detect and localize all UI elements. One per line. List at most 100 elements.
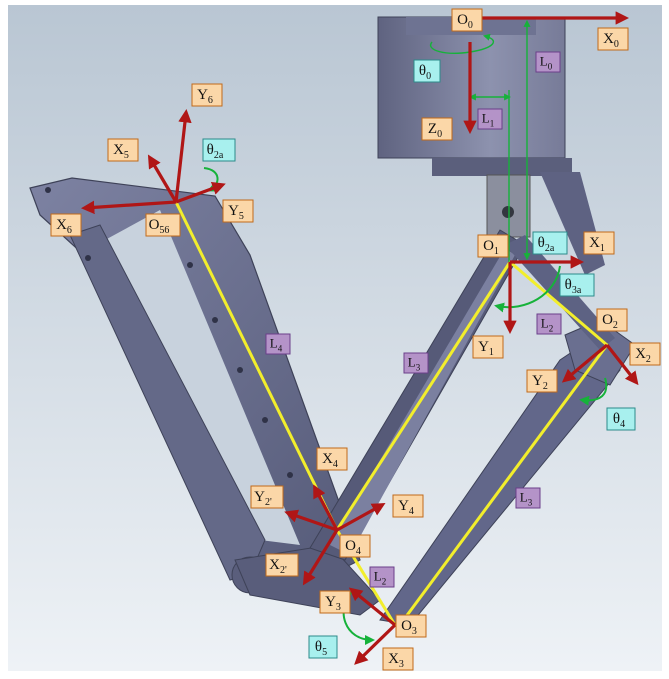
label-theta2a_left: θ2a [202,138,236,162]
label-box [191,83,223,107]
label-subscript: 2a [214,150,224,161]
label-o0: O0 [451,8,483,32]
label-x2: X2 [629,342,661,366]
label-text: X3 [388,651,404,670]
label-y2p: Y2' [250,485,284,509]
label-base: O [483,238,494,254]
label-base: X [603,31,614,47]
label-subscript: 1 [489,347,494,358]
label-text: X0 [603,31,619,50]
label-base: X [56,217,67,233]
label-subscript: 2 [613,320,618,331]
label-subscript: 2' [265,497,272,508]
label-box [583,231,615,255]
link-lines [174,200,609,627]
label-base: X [635,346,646,362]
label-box [107,138,139,162]
label-text: O2 [602,312,618,331]
label-subscript: 6 [67,225,72,236]
label-subscript: 4 [333,459,338,470]
label-box [526,369,558,393]
label-base: L [374,569,382,584]
label-subscript: 2 [549,324,554,334]
label-text: O4 [345,538,361,557]
label-x5: X5 [107,138,139,162]
label-subscript: 5 [239,211,244,222]
axis-y6 [174,108,192,203]
label-text: Y5 [228,203,244,222]
label-box [535,51,561,73]
label-base: Y [325,594,336,610]
label-base: Y [532,373,543,389]
label-text: θ4 [613,411,625,430]
label-text: θ3a [565,277,582,296]
plate-hole [287,472,293,478]
label-text: Y2 [532,373,548,392]
label-o4: O4 [339,534,371,558]
label-box [265,333,291,355]
label-x3: X3 [382,647,414,671]
label-subscript: 5 [124,150,129,161]
label-box [629,342,661,366]
label-base: O [457,12,468,28]
theta4-arc [579,377,608,406]
link-l3-left [335,260,512,532]
label-box [369,566,395,588]
theta3a-arc [494,265,561,313]
label-base: θ [613,411,620,427]
label-text: X5 [113,142,129,161]
label-base: θ [565,277,572,293]
label-box [515,487,541,509]
label-base: θ [315,639,322,655]
axis-x4 [313,484,339,531]
label-text: L1 [482,111,494,129]
label-text: L3 [408,355,421,373]
label-base: X [113,142,124,158]
label-x6: X6 [50,213,82,237]
label-box [145,213,181,237]
label-subscript: 2 [382,577,387,587]
label-l3_right: L3 [515,487,541,509]
label-text: θ0 [419,63,431,82]
label-subscript: 0 [437,129,442,140]
label-subscript: 4 [620,419,625,430]
label-base: O [602,312,613,328]
label-text: θ5 [315,639,327,658]
label-text: X1 [589,235,605,254]
label-subscript: 1 [490,119,495,129]
label-y6: Y6 [191,83,223,107]
label-subscript: 1 [600,243,605,254]
label-l3_left: L3 [403,352,429,374]
label-text: L3 [520,490,533,508]
label-subscript: 4 [409,506,414,517]
label-box [382,647,414,671]
label-subscript: 3 [412,626,417,637]
upper-arm-gap [105,210,300,545]
label-subscript: 3 [336,602,341,613]
label-text: O1 [483,238,499,257]
label-subscript: 6 [208,95,213,106]
label-x1: X1 [583,231,615,255]
label-subscript: 3 [416,363,421,373]
plate-hole [262,417,268,423]
label-text: Y1 [478,339,494,358]
label-text: O56 [149,217,170,236]
axis-y2 [561,343,609,383]
label-y1: Y1 [472,335,504,359]
label-text: θ2a [538,235,555,254]
label-text: L2 [374,569,386,587]
label-box [250,485,284,509]
label-subscript: 56 [159,225,169,236]
label-text: L4 [270,336,283,354]
label-base: L [541,316,549,331]
label-x0: X0 [597,27,629,51]
axis-x5 [147,154,178,203]
label-base: O [401,618,412,634]
label-text: X2 [635,346,651,365]
label-text: Y2' [254,489,272,508]
label-l2_lower: L2 [369,566,395,588]
label-l4: L4 [265,333,291,355]
label-box [421,117,453,141]
label-text: Y6 [197,87,213,106]
